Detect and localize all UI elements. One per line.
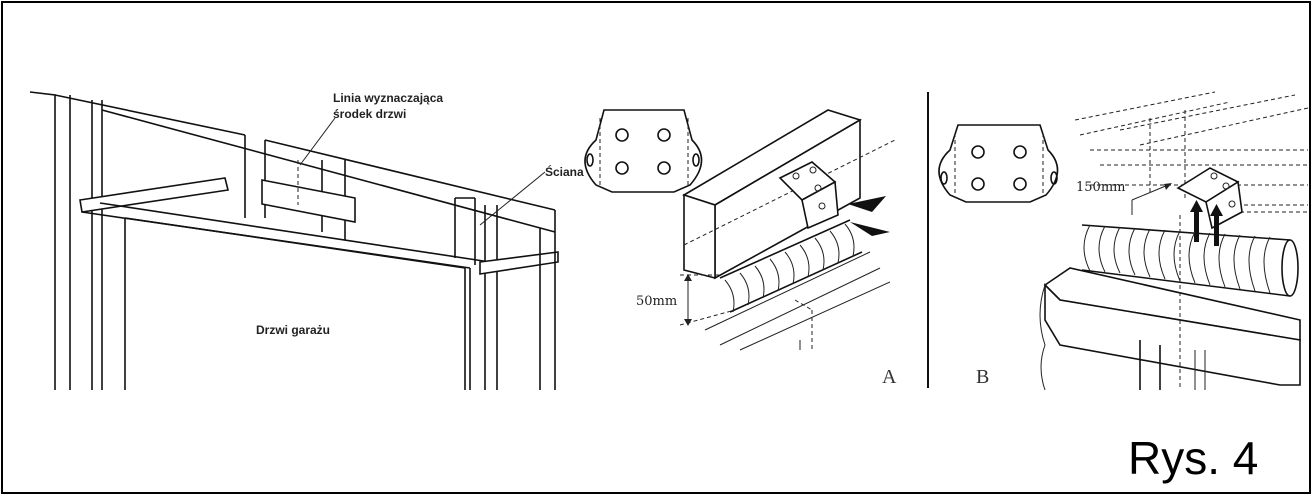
dimension-50mm-label: 50mm bbox=[636, 294, 677, 309]
figure-caption: Rys. 4 bbox=[1128, 432, 1258, 484]
garage-door-label: Drzwi garażu bbox=[256, 323, 330, 337]
mounting-bracket-b-icon bbox=[938, 124, 1059, 203]
panel-b-label: B bbox=[976, 366, 989, 388]
panel-a-label: A bbox=[882, 366, 897, 388]
panel-b-drawing bbox=[938, 91, 1309, 391]
center-line-label-2: środek drzwi bbox=[333, 107, 406, 121]
center-line-label-1: Linia wyznaczająca bbox=[333, 91, 443, 105]
dimension-150mm-label: 150mm bbox=[1076, 180, 1125, 195]
mounting-bracket-a-icon bbox=[584, 109, 703, 193]
wall-label: Ściana bbox=[545, 164, 584, 179]
garage-wall-drawing bbox=[29, 91, 559, 390]
panel-a-drawing bbox=[584, 109, 896, 351]
